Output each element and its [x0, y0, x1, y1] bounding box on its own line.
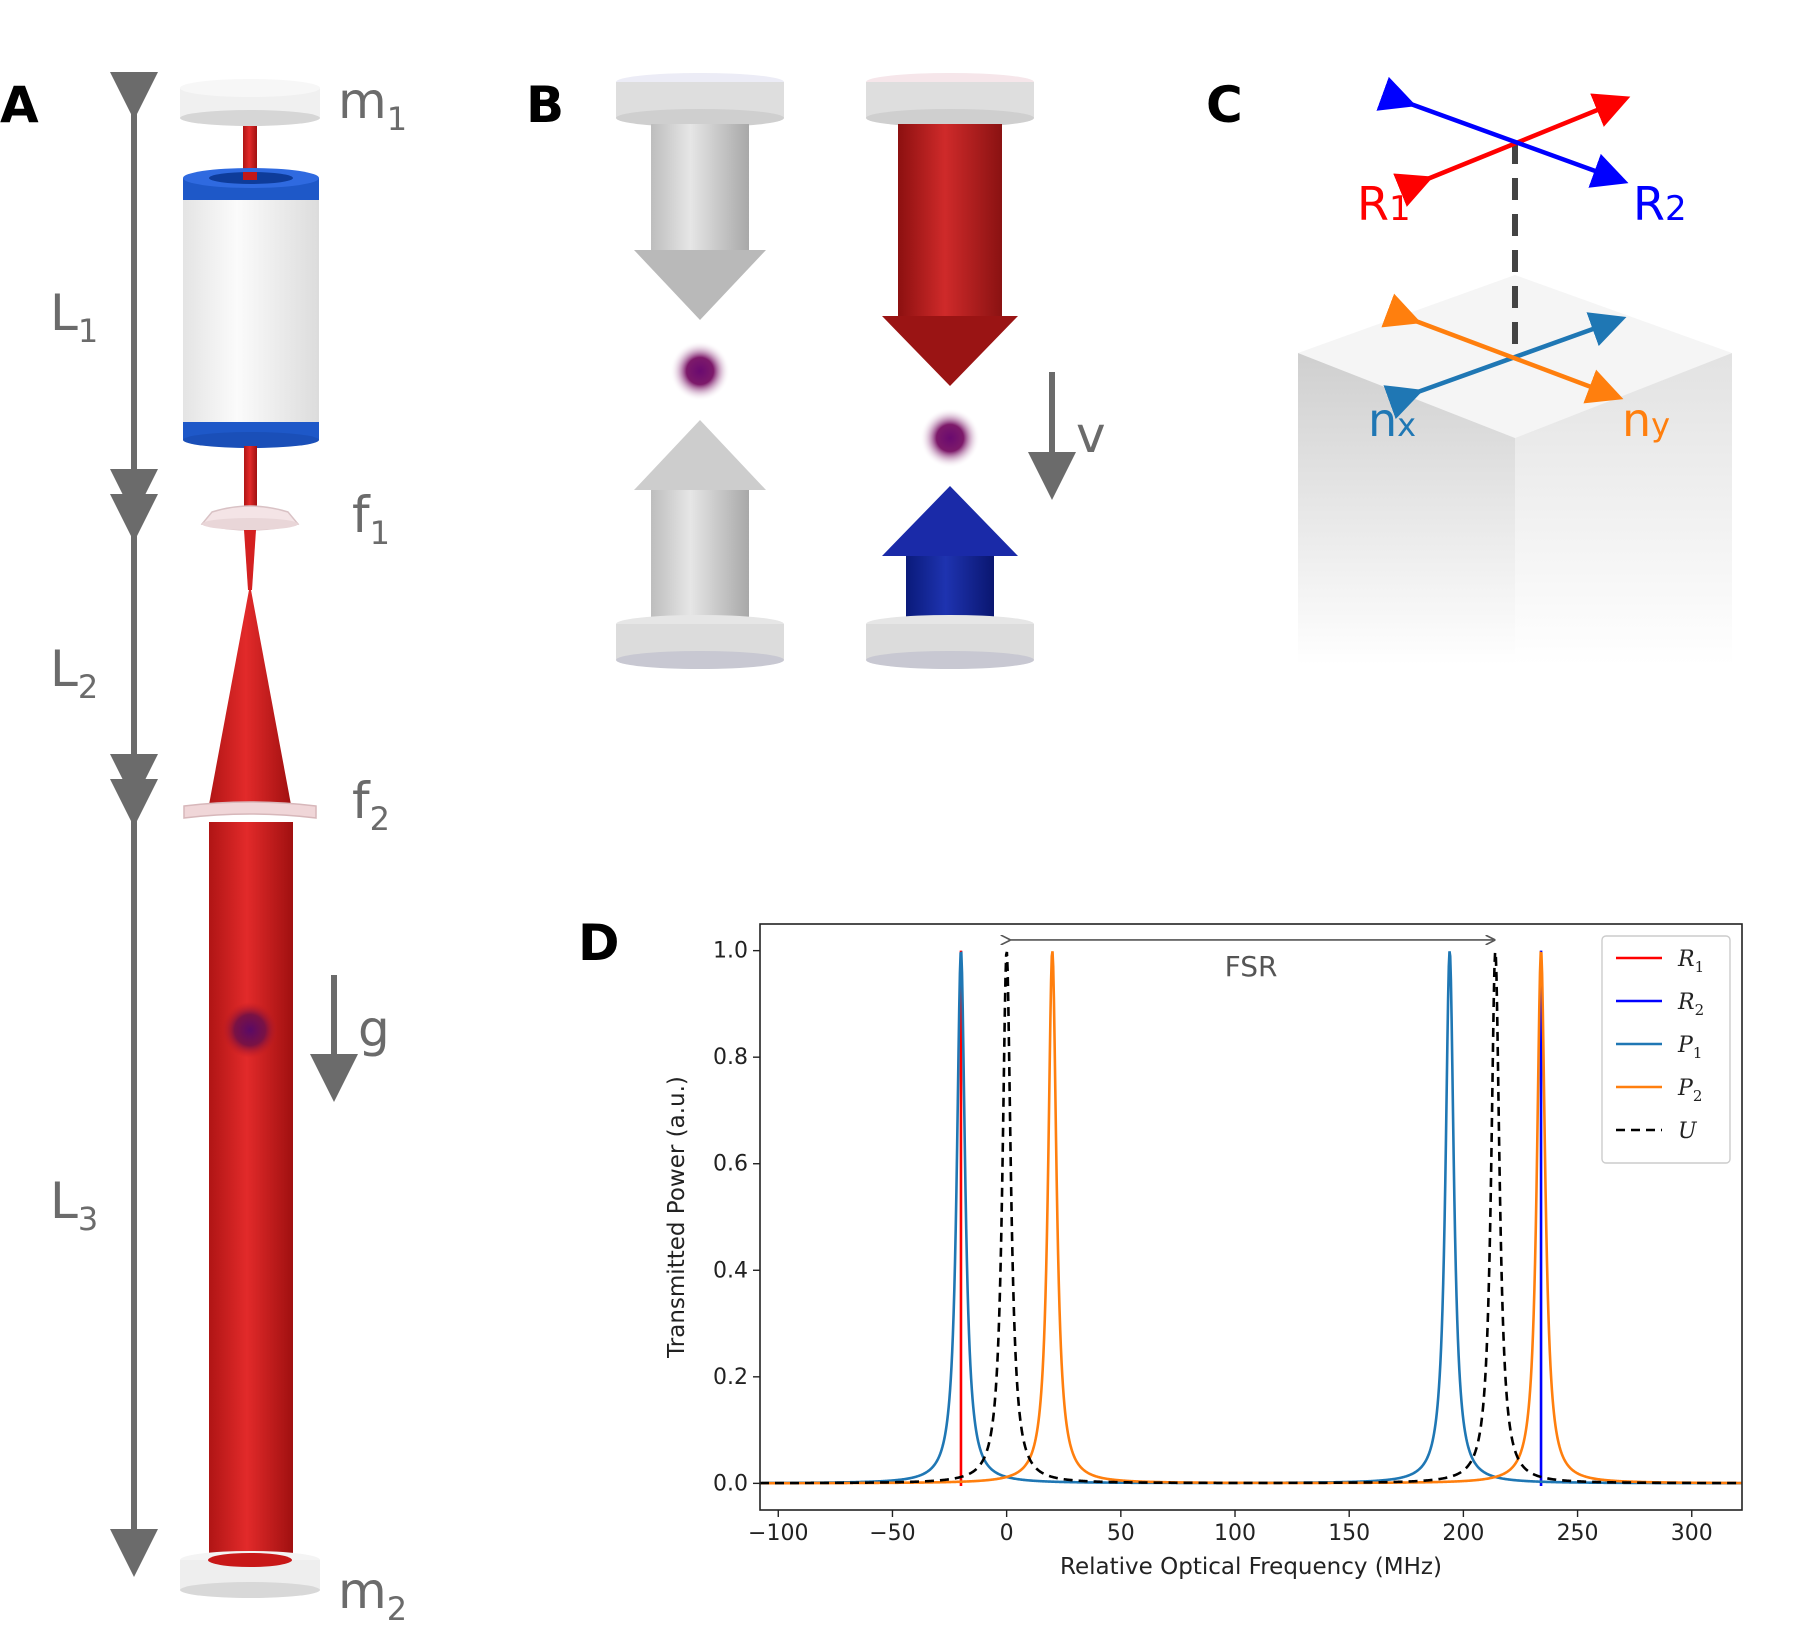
label-m2: m2	[338, 1562, 407, 1628]
y-tick-label: 1.0	[713, 939, 748, 964]
crystal-cylinder	[183, 168, 319, 448]
mirror-m1	[180, 79, 320, 126]
panel-b: B	[526, 73, 1106, 669]
transmission-chart: −100 −50 0 50 100 150 200 250 300 0.0 0.2 0.4 0.6 0.8…	[664, 923, 1743, 1580]
legend-label-P2: P2	[1677, 1076, 1702, 1105]
label-ny: ny	[1622, 393, 1670, 447]
label-L3: L3	[50, 1172, 98, 1238]
label-L2: L2	[50, 640, 98, 706]
ny-axis-arrow-icon	[1381, 293, 1624, 404]
beam-waist	[244, 530, 256, 590]
beam-cone	[208, 590, 292, 810]
moving-lattice-red-blue	[866, 73, 1034, 669]
mirror-m2	[180, 1551, 320, 1598]
y-axis-label: Transmitted Power (a.u.)	[664, 1076, 690, 1359]
label-v: v	[1076, 406, 1106, 464]
y-tick-label: 0.4	[713, 1258, 748, 1283]
beam-wide	[209, 822, 293, 1557]
x-tick-label: −50	[869, 1521, 915, 1546]
fsr-label: FSR	[1225, 950, 1278, 983]
panel-d: D −100 −50 0 50 100 150 200 250 300 0.0 0.2 0.4 0.6 0…	[578, 914, 1743, 1580]
label-R1: R1	[1357, 177, 1411, 231]
panel-b-letter: B	[526, 76, 564, 134]
y-tick-label: 0.8	[713, 1045, 748, 1070]
x-tick-label: 300	[1671, 1521, 1713, 1546]
x-tick-label: 100	[1214, 1521, 1256, 1546]
label-m1: m1	[338, 72, 407, 138]
label-nx: nx	[1368, 393, 1416, 447]
atom-in-beam	[222, 1002, 278, 1058]
panel-a: A L1 L2 L3 m1	[0, 72, 407, 1628]
label-g: g	[358, 1000, 390, 1058]
x-tick-label: 50	[1107, 1521, 1135, 1546]
series-line-P2	[760, 951, 1742, 1485]
x-axis-label: Relative Optical Frequency (MHz)	[1060, 1554, 1442, 1580]
lens-f1	[200, 505, 300, 531]
lens-f2	[183, 801, 317, 819]
x-tick-label: 200	[1442, 1521, 1484, 1546]
y-tick-label: 0.0	[713, 1471, 748, 1496]
atom-gray	[670, 341, 730, 401]
panel-c: C R1 R2 nx ny	[1206, 76, 1732, 665]
legend-label-U: U	[1678, 1119, 1698, 1144]
panel-d-letter: D	[578, 914, 620, 972]
panel-a-letter: A	[0, 76, 39, 134]
x-tick-label: 150	[1328, 1521, 1370, 1546]
panel-c-letter: C	[1206, 76, 1243, 134]
atom-red-blue	[920, 408, 980, 468]
legend-label-R1: R1	[1677, 947, 1704, 976]
label-L1: L1	[50, 284, 98, 350]
y-tick-label: 0.2	[713, 1365, 748, 1390]
y-tick-label: 0.6	[713, 1152, 748, 1177]
legend-label-R2: R2	[1677, 990, 1704, 1019]
R2-polarization-arrow-icon	[1376, 76, 1629, 188]
x-tick-label: 0	[1000, 1521, 1014, 1546]
series-line-P1	[760, 951, 1742, 1485]
standing-wave-gray	[616, 73, 784, 669]
beam-mid	[244, 446, 257, 506]
label-f1: f1	[352, 486, 390, 552]
legend-label-P1: P1	[1677, 1033, 1702, 1062]
legend-box	[1601, 935, 1731, 1164]
x-tick-label: 250	[1557, 1521, 1599, 1546]
x-tick-label: −100	[748, 1521, 808, 1546]
plot-frame	[759, 923, 1743, 1511]
label-R2: R2	[1633, 177, 1687, 231]
label-f2: f2	[352, 772, 390, 838]
series-line-U	[760, 951, 1742, 1485]
